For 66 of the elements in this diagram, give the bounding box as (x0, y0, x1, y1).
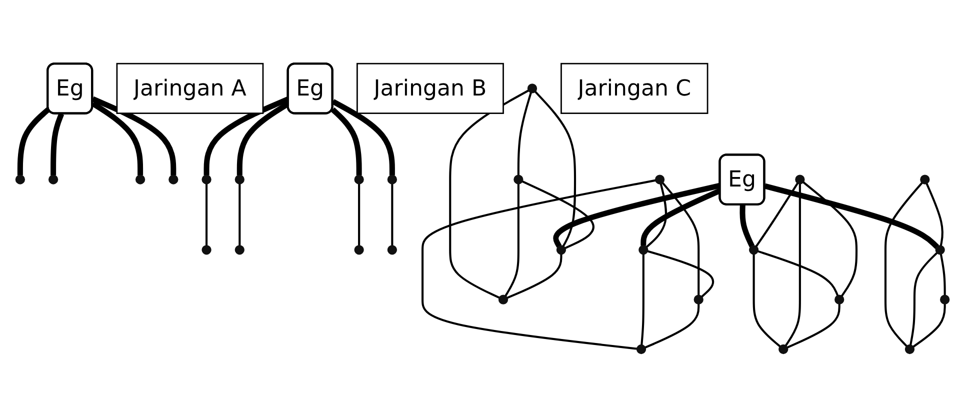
node-circle (636, 344, 646, 354)
node-circle (234, 245, 244, 255)
connector (330, 107, 362, 176)
connector (755, 182, 799, 248)
node-circle (135, 174, 146, 184)
connector (940, 254, 946, 296)
node-circle (48, 174, 58, 184)
node-box (560, 62, 708, 114)
node-circle (904, 344, 915, 354)
connector (50, 112, 64, 176)
node-circle (834, 294, 844, 304)
node-circle (354, 245, 364, 255)
node-circle (920, 174, 930, 184)
node-circle (694, 294, 704, 304)
node-circle (498, 294, 508, 304)
connector (646, 183, 668, 248)
connector (534, 90, 576, 247)
node-circle (935, 245, 945, 255)
node-circle (795, 174, 805, 184)
connector (92, 96, 176, 176)
connector (802, 181, 858, 297)
connector (764, 183, 940, 249)
node-circle (556, 245, 566, 255)
node-circle (638, 245, 648, 255)
connector (391, 184, 394, 246)
connector (506, 254, 562, 299)
connector (206, 184, 208, 246)
node-circle (748, 245, 759, 255)
connector (926, 182, 944, 246)
connector (332, 99, 395, 176)
connector (17, 107, 50, 176)
node-circle (202, 245, 212, 255)
node-circle (514, 174, 524, 184)
connector (238, 184, 241, 246)
node-box (356, 62, 504, 114)
node-circle (940, 294, 950, 304)
connector (640, 254, 644, 346)
node-circle (202, 174, 212, 184)
node-circle (387, 174, 397, 184)
connector (647, 250, 714, 298)
connector (358, 184, 360, 246)
connector (91, 101, 144, 176)
connector (757, 250, 839, 296)
node-circle (168, 174, 178, 184)
connector (912, 304, 946, 348)
node-circle (654, 174, 665, 184)
connector (784, 184, 801, 346)
connector (786, 304, 840, 349)
node-circle (778, 344, 788, 354)
connector (504, 184, 520, 297)
node-circle (387, 245, 397, 255)
node-circle (527, 84, 538, 94)
node-circle (15, 174, 25, 184)
connector (740, 204, 755, 248)
node-circle (234, 174, 244, 184)
connector (449, 90, 530, 299)
connector (422, 179, 656, 350)
connector (884, 182, 923, 347)
node-box (116, 62, 264, 114)
connector (909, 252, 938, 346)
connector (644, 304, 700, 349)
connector (662, 182, 700, 296)
connector (752, 254, 781, 348)
connector (517, 92, 532, 176)
node-circle (354, 174, 364, 184)
connector (522, 180, 594, 250)
